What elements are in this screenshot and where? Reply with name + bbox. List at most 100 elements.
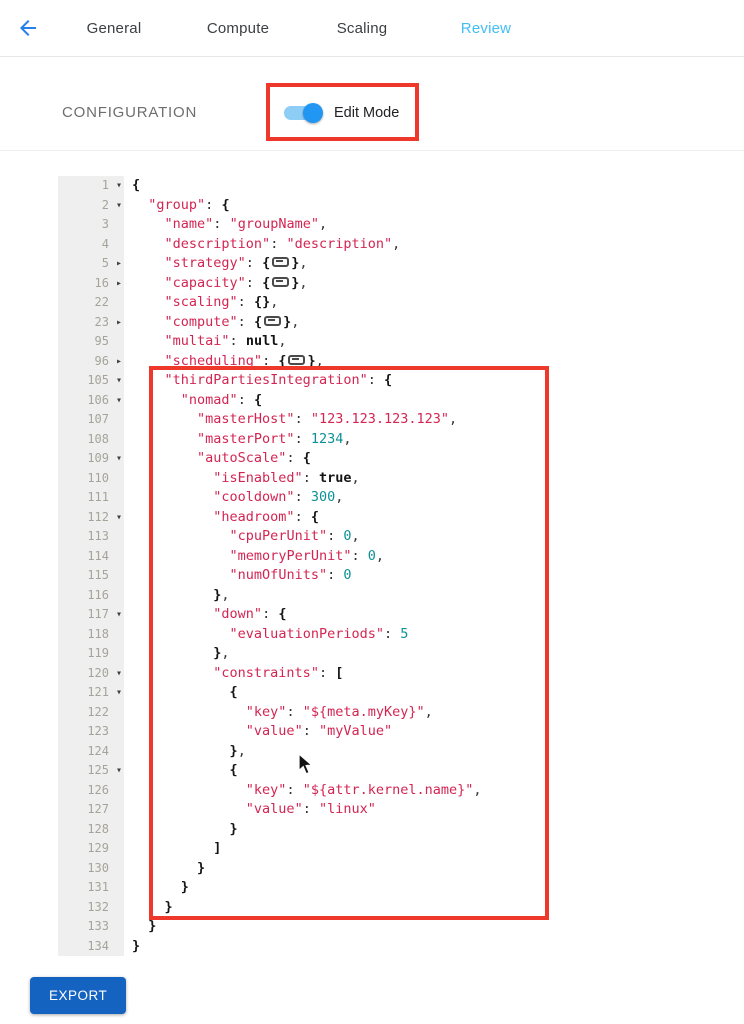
gutter-cell[interactable]: 125▾	[58, 761, 124, 781]
code-line-text[interactable]: {	[132, 177, 141, 193]
code-line[interactable]: 114 "memoryPerUnit": 0,	[58, 546, 744, 566]
code-line-text[interactable]: "cpuPerUnit": 0,	[229, 528, 360, 544]
code-line[interactable]: 108 "masterPort": 1234,	[58, 429, 744, 449]
code-line-text[interactable]: "memoryPerUnit": 0,	[229, 547, 385, 564]
code-line-text[interactable]: "key": "${meta.myKey}",	[245, 703, 433, 720]
code-line-text[interactable]: }	[148, 918, 157, 934]
code-line[interactable]: 113 "cpuPerUnit": 0,	[58, 527, 744, 547]
gutter-cell[interactable]: 113	[58, 527, 124, 547]
code-line[interactable]: 115 "numOfUnits": 0	[58, 566, 744, 586]
edit-mode-toggle[interactable]	[284, 103, 323, 123]
code-line-text[interactable]: "thirdPartiesIntegration": {	[164, 372, 393, 388]
fold-open-icon[interactable]: ▾	[115, 609, 122, 620]
code-line-text[interactable]: },	[213, 586, 230, 603]
code-line-text[interactable]: "scheduling": {},	[164, 352, 324, 369]
code-line[interactable]: 105▾ "thirdPartiesIntegration": {	[58, 371, 744, 391]
gutter-cell[interactable]: 108	[58, 429, 124, 449]
code-line[interactable]: 126 "key": "${attr.kernel.name}",	[58, 780, 744, 800]
code-line-text[interactable]: "nomad": {	[180, 391, 263, 408]
gutter-cell[interactable]: 96▸	[58, 351, 124, 371]
gutter-cell[interactable]: 128	[58, 819, 124, 839]
gutter-cell[interactable]: 106▾	[58, 390, 124, 410]
code-line-text[interactable]: "down": {	[213, 606, 287, 622]
code-line[interactable]: 123 "value": "myValue"	[58, 722, 744, 742]
code-line-text[interactable]: "autoScale": {	[197, 450, 311, 466]
fold-open-icon[interactable]: ▾	[115, 180, 122, 191]
gutter-cell[interactable]: 118	[58, 624, 124, 644]
code-line[interactable]: 124 },	[58, 741, 744, 761]
code-line-text[interactable]: "headroom": {	[213, 508, 319, 525]
code-line-text[interactable]: "capacity": {},	[164, 274, 308, 291]
code-line[interactable]: 118 "evaluationPeriods": 5	[58, 624, 744, 644]
gutter-cell[interactable]: 3	[58, 215, 124, 235]
code-line[interactable]: 127 "value": "linux"	[58, 800, 744, 820]
code-line[interactable]: 134}	[58, 936, 744, 956]
gutter-cell[interactable]: 110	[58, 468, 124, 488]
gutter-cell[interactable]: 116	[58, 585, 124, 605]
gutter-cell[interactable]: 16▸	[58, 273, 124, 293]
fold-open-icon[interactable]: ▾	[115, 511, 122, 523]
fold-widget-icon[interactable]	[272, 257, 290, 267]
gutter-cell[interactable]: 115	[58, 566, 124, 586]
code-line[interactable]: 132 }	[58, 897, 744, 917]
code-line-text[interactable]: "masterPort": 1234,	[197, 430, 352, 447]
gutter-cell[interactable]: 122	[58, 702, 124, 722]
code-line-text[interactable]: ]	[213, 840, 222, 856]
gutter-cell[interactable]: 119	[58, 644, 124, 664]
gutter-cell[interactable]: 114	[58, 546, 124, 566]
back-arrow-icon[interactable]	[16, 16, 40, 40]
gutter-cell[interactable]: 5▸	[58, 254, 124, 274]
code-line[interactable]: 128 }	[58, 819, 744, 839]
gutter-cell[interactable]: 23▸	[58, 312, 124, 332]
fold-closed-icon[interactable]: ▸	[115, 277, 122, 289]
code-line[interactable]: 129 ]	[58, 839, 744, 859]
code-editor[interactable]: 1▾ {2▾ "group": {3 "name": "groupName",4 …	[0, 176, 744, 956]
toggle-knob[interactable]	[303, 103, 323, 123]
code-line-text[interactable]: }	[132, 937, 141, 954]
gutter-cell[interactable]: 123	[58, 722, 124, 742]
code-line[interactable]: 4 "description": "description",	[58, 234, 744, 254]
fold-closed-icon[interactable]: ▸	[115, 316, 122, 328]
gutter-cell[interactable]: 105▾	[58, 371, 124, 391]
gutter-cell[interactable]: 134	[58, 936, 124, 956]
fold-closed-icon[interactable]: ▸	[115, 258, 122, 269]
gutter-cell[interactable]: 109▾	[58, 449, 124, 469]
gutter-cell[interactable]: 2▾	[58, 195, 124, 215]
code-line-text[interactable]: }	[180, 879, 189, 895]
gutter-cell[interactable]: 121▾	[58, 683, 124, 703]
gutter-cell[interactable]: 1▾	[58, 176, 124, 196]
code-line-text[interactable]: {	[229, 684, 238, 700]
code-line-text[interactable]: }	[197, 859, 206, 876]
gutter-cell[interactable]: 127	[58, 800, 124, 820]
code-line[interactable]: 122 "key": "${meta.myKey}",	[58, 702, 744, 722]
fold-open-icon[interactable]: ▾	[115, 199, 122, 211]
code-line[interactable]: 117▾ "down": {	[58, 605, 744, 625]
code-line-text[interactable]: "cooldown": 300,	[213, 489, 344, 505]
code-line-text[interactable]: }	[164, 898, 173, 915]
code-line[interactable]: 96▸ "scheduling": {},	[58, 351, 744, 371]
gutter-cell[interactable]: 129	[58, 839, 124, 859]
code-line-text[interactable]: "evaluationPeriods": 5	[229, 625, 409, 642]
code-line-text[interactable]: "constraints": [	[213, 664, 344, 681]
fold-widget-icon[interactable]	[264, 315, 282, 326]
gutter-cell[interactable]: 95	[58, 332, 124, 352]
tab-review[interactable]: Review	[460, 19, 512, 37]
fold-open-icon[interactable]: ▾	[115, 687, 122, 698]
code-line[interactable]: 95 "multai": null,	[58, 332, 744, 352]
gutter-cell[interactable]: 117▾	[58, 605, 124, 625]
fold-widget-icon[interactable]	[272, 276, 290, 287]
code-line[interactable]: 3 "name": "groupName",	[58, 215, 744, 235]
code-line[interactable]: 133 }	[58, 917, 744, 937]
code-line-text[interactable]: "compute": {},	[164, 313, 300, 330]
code-line[interactable]: 2▾ "group": {	[58, 195, 744, 215]
code-line[interactable]: 23▸ "compute": {},	[58, 312, 744, 332]
gutter-cell[interactable]: 22	[58, 293, 124, 313]
gutter-cell[interactable]: 131	[58, 878, 124, 898]
code-line[interactable]: 110 "isEnabled": true,	[58, 468, 744, 488]
code-line[interactable]: 121▾ {	[58, 683, 744, 703]
gutter-cell[interactable]: 126	[58, 780, 124, 800]
code-line[interactable]: 1▾ {	[58, 176, 744, 196]
fold-open-icon[interactable]: ▾	[115, 667, 122, 679]
fold-widget-icon[interactable]	[288, 354, 306, 365]
tab-compute[interactable]: Compute	[206, 19, 270, 37]
